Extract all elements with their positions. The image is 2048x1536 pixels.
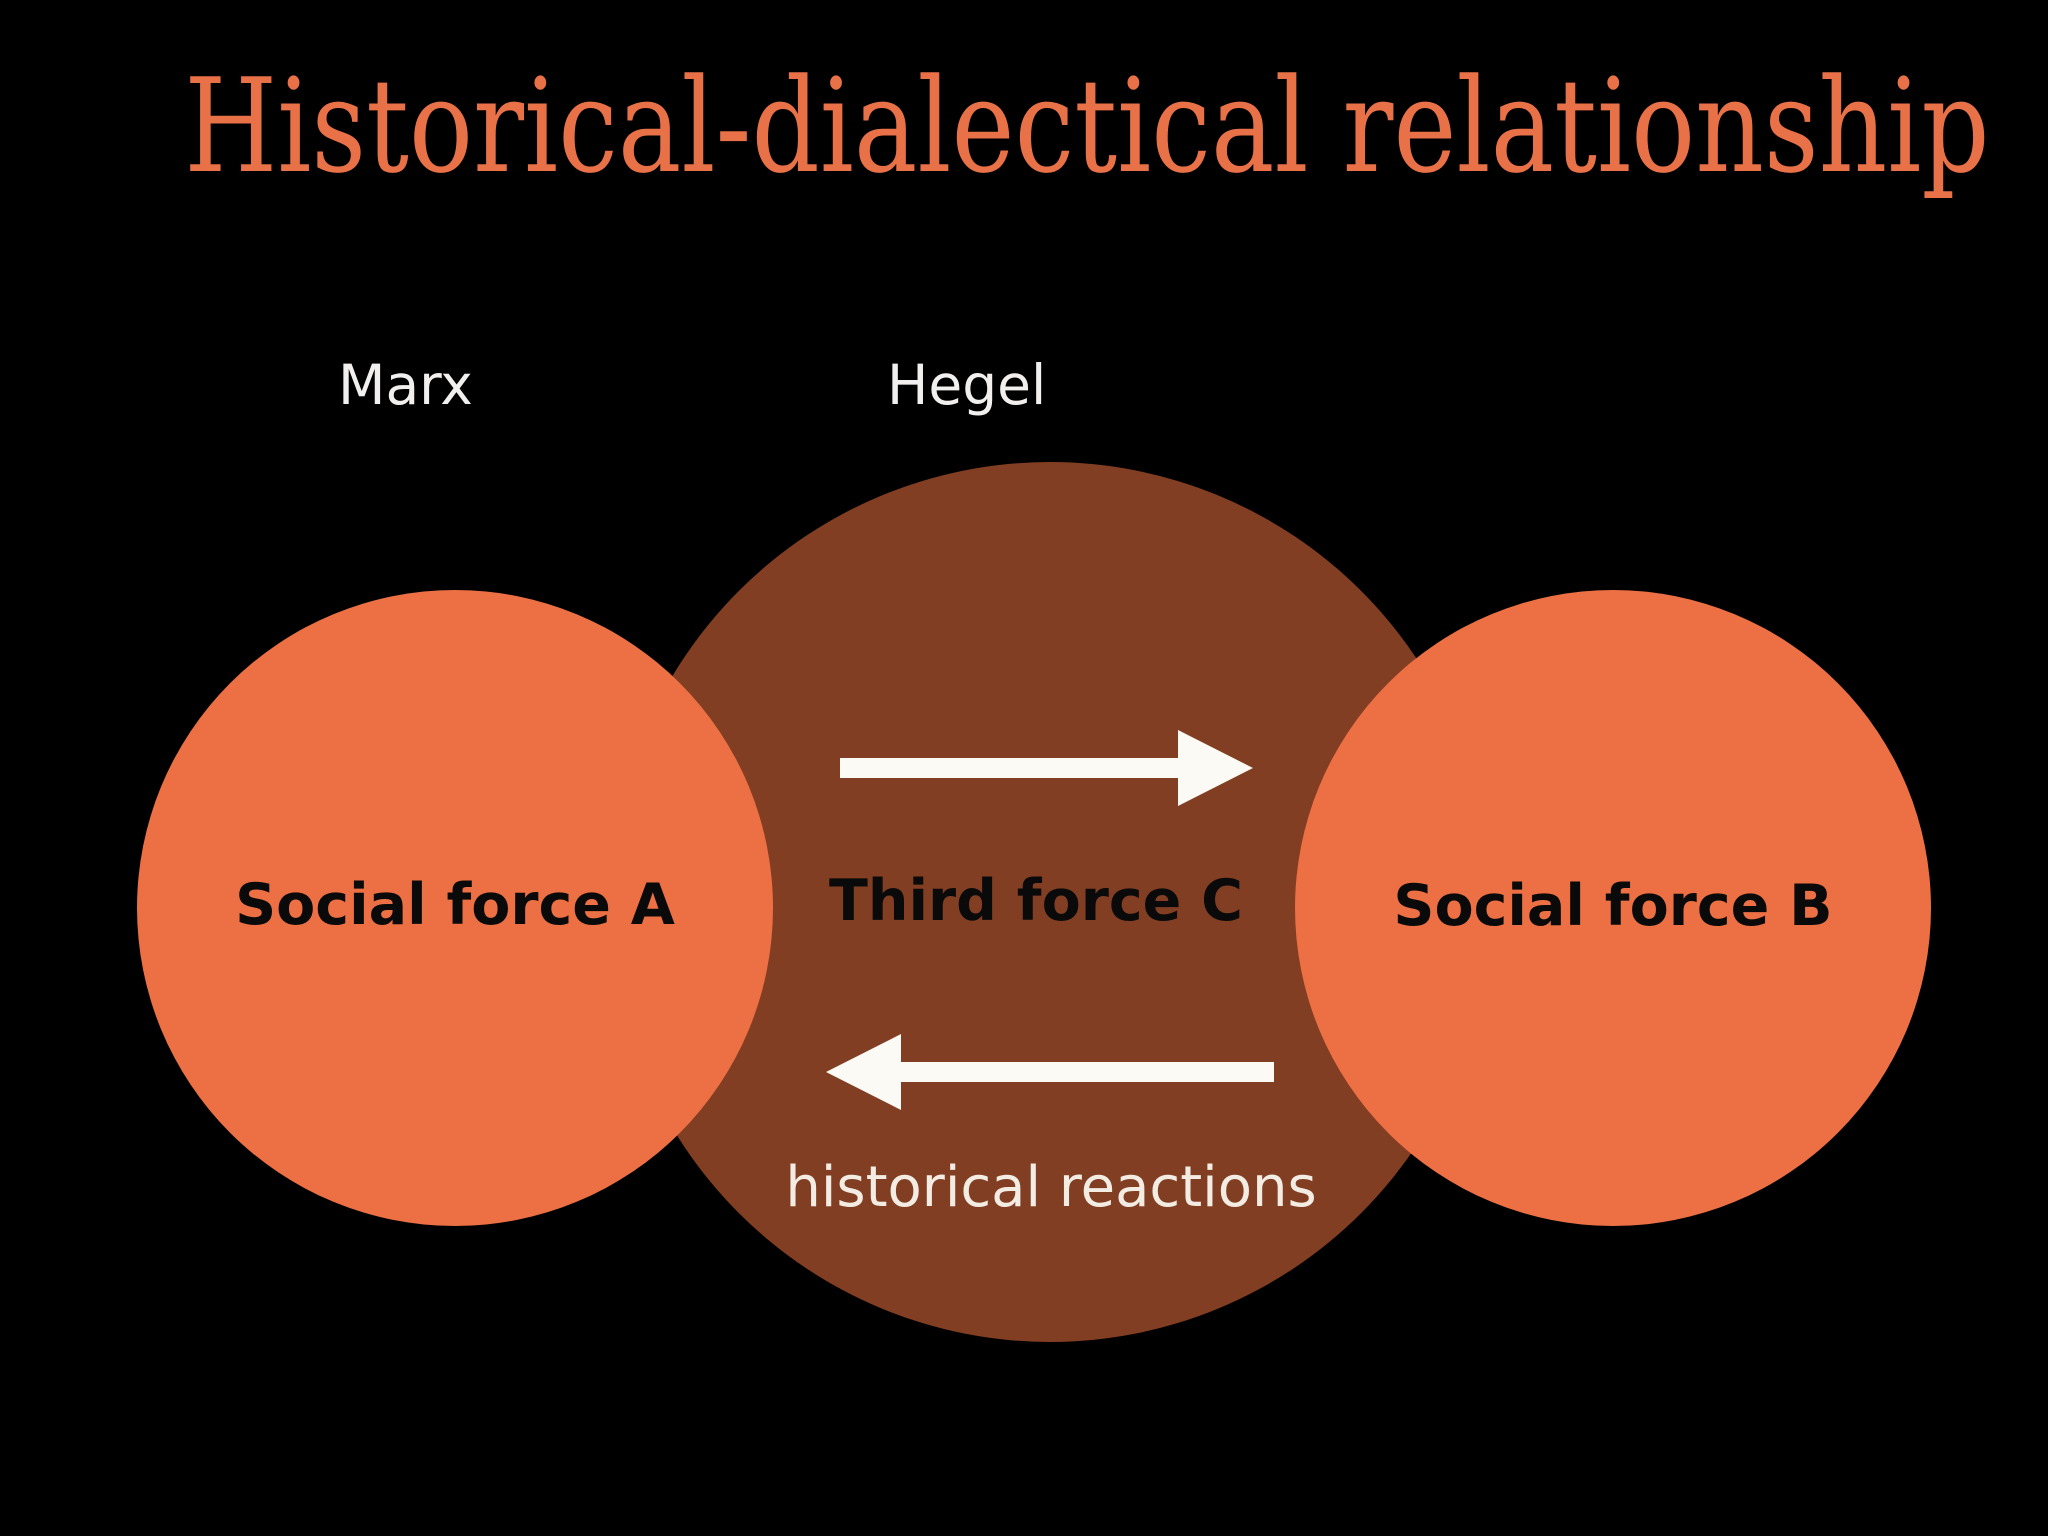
slide-title: Historical-dialectical relationship (184, 50, 1990, 202)
forward-arrow-head-icon (1178, 730, 1253, 806)
backward-arrow-shaft (901, 1062, 1274, 1082)
label-social-force-a: Social force A (235, 872, 675, 938)
historical-reactions-label: historical reactions (785, 1155, 1317, 1220)
label-third-force-c: Third force C (829, 868, 1243, 934)
thinker-label-hegel: Hegel (887, 353, 1047, 417)
circle-social-force-a (137, 590, 773, 1226)
backward-arrow-head-icon (826, 1034, 901, 1110)
forward-arrow-shaft (840, 758, 1178, 778)
circle-social-force-b (1295, 590, 1931, 1226)
thinker-label-marx: Marx (338, 353, 473, 417)
label-social-force-b: Social force B (1393, 873, 1833, 939)
